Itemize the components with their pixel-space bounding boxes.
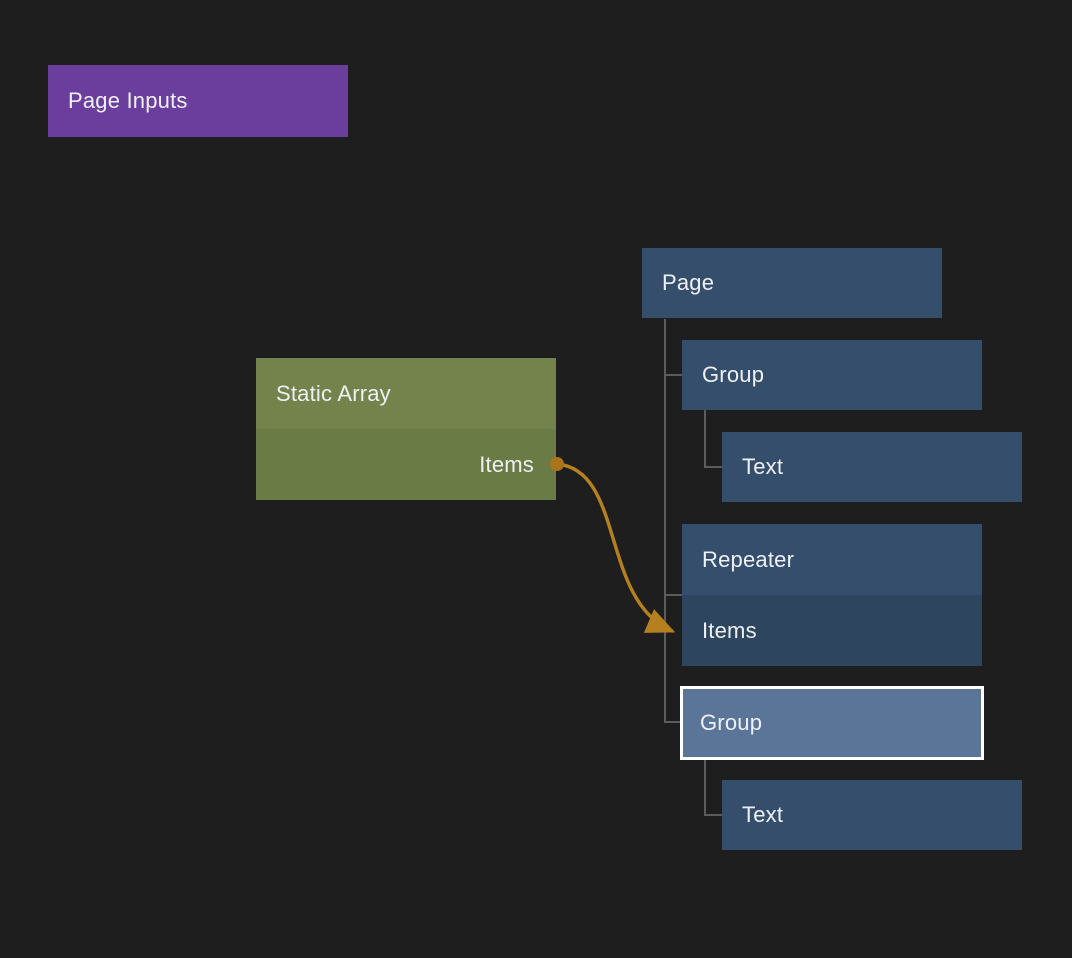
node-repeater-header[interactable]: Repeater <box>682 524 982 595</box>
connection-items-to-items[interactable] <box>555 462 676 633</box>
node-repeater-port-items[interactable]: Items <box>682 595 982 666</box>
node-group-2-selected[interactable]: Group <box>680 686 984 760</box>
node-page-inputs[interactable]: Page Inputs <box>48 65 348 137</box>
node-static-array-port-label: Items <box>479 451 534 477</box>
node-static-array-title: Static Array <box>276 380 391 406</box>
node-static-array-port-items[interactable]: Items <box>256 429 556 500</box>
node-group-1[interactable]: Group <box>682 340 982 410</box>
node-text-2-title: Text <box>742 802 784 827</box>
node-text-1-title: Text <box>742 454 784 479</box>
node-page-title: Page <box>662 270 715 295</box>
node-repeater-port-label: Items <box>702 617 757 643</box>
node-group-2-title: Group <box>700 710 763 735</box>
node-repeater-title: Repeater <box>702 546 795 572</box>
node-static-array-header[interactable]: Static Array <box>256 358 556 429</box>
node-text-1[interactable]: Text <box>722 432 1022 502</box>
node-page-inputs-title: Page Inputs <box>68 88 188 113</box>
node-group-1-title: Group <box>702 362 765 387</box>
node-page[interactable]: Page <box>642 248 942 318</box>
node-text-2[interactable]: Text <box>722 780 1022 850</box>
